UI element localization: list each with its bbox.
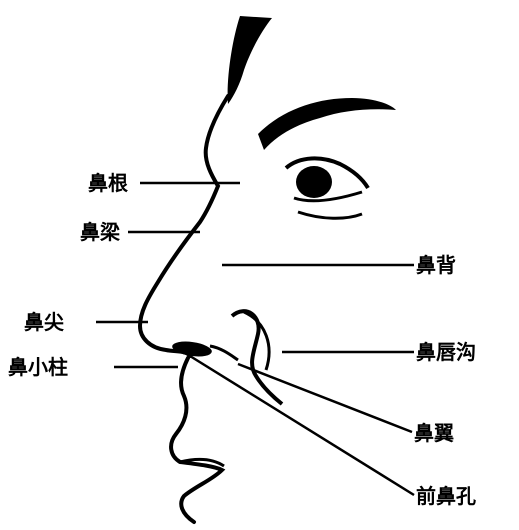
leader-anterior-naris [190, 356, 414, 495]
label-columella: 鼻小柱 [8, 356, 68, 378]
label-nasal-tip: 鼻尖 [24, 311, 64, 333]
eye-iris [296, 166, 332, 198]
label-nasal-ala: 鼻翼 [414, 422, 454, 444]
under-eye-line [298, 212, 362, 218]
label-nasal-dorsum: 鼻背 [416, 254, 456, 276]
forehead-stroke [228, 16, 272, 104]
label-nasolabial-groove: 鼻唇沟 [416, 341, 476, 363]
ala-crease [210, 346, 238, 360]
label-nasal-bridge: 鼻梁 [80, 221, 120, 243]
label-anterior-naris: 前鼻孔 [416, 485, 476, 507]
label-nasal-root: 鼻根 [88, 172, 128, 194]
leader-nasal-ala [238, 364, 412, 432]
ala-outline [232, 311, 282, 404]
face-profile-line [140, 96, 228, 356]
eyebrow [258, 98, 396, 150]
lip-chin-line [171, 358, 222, 522]
